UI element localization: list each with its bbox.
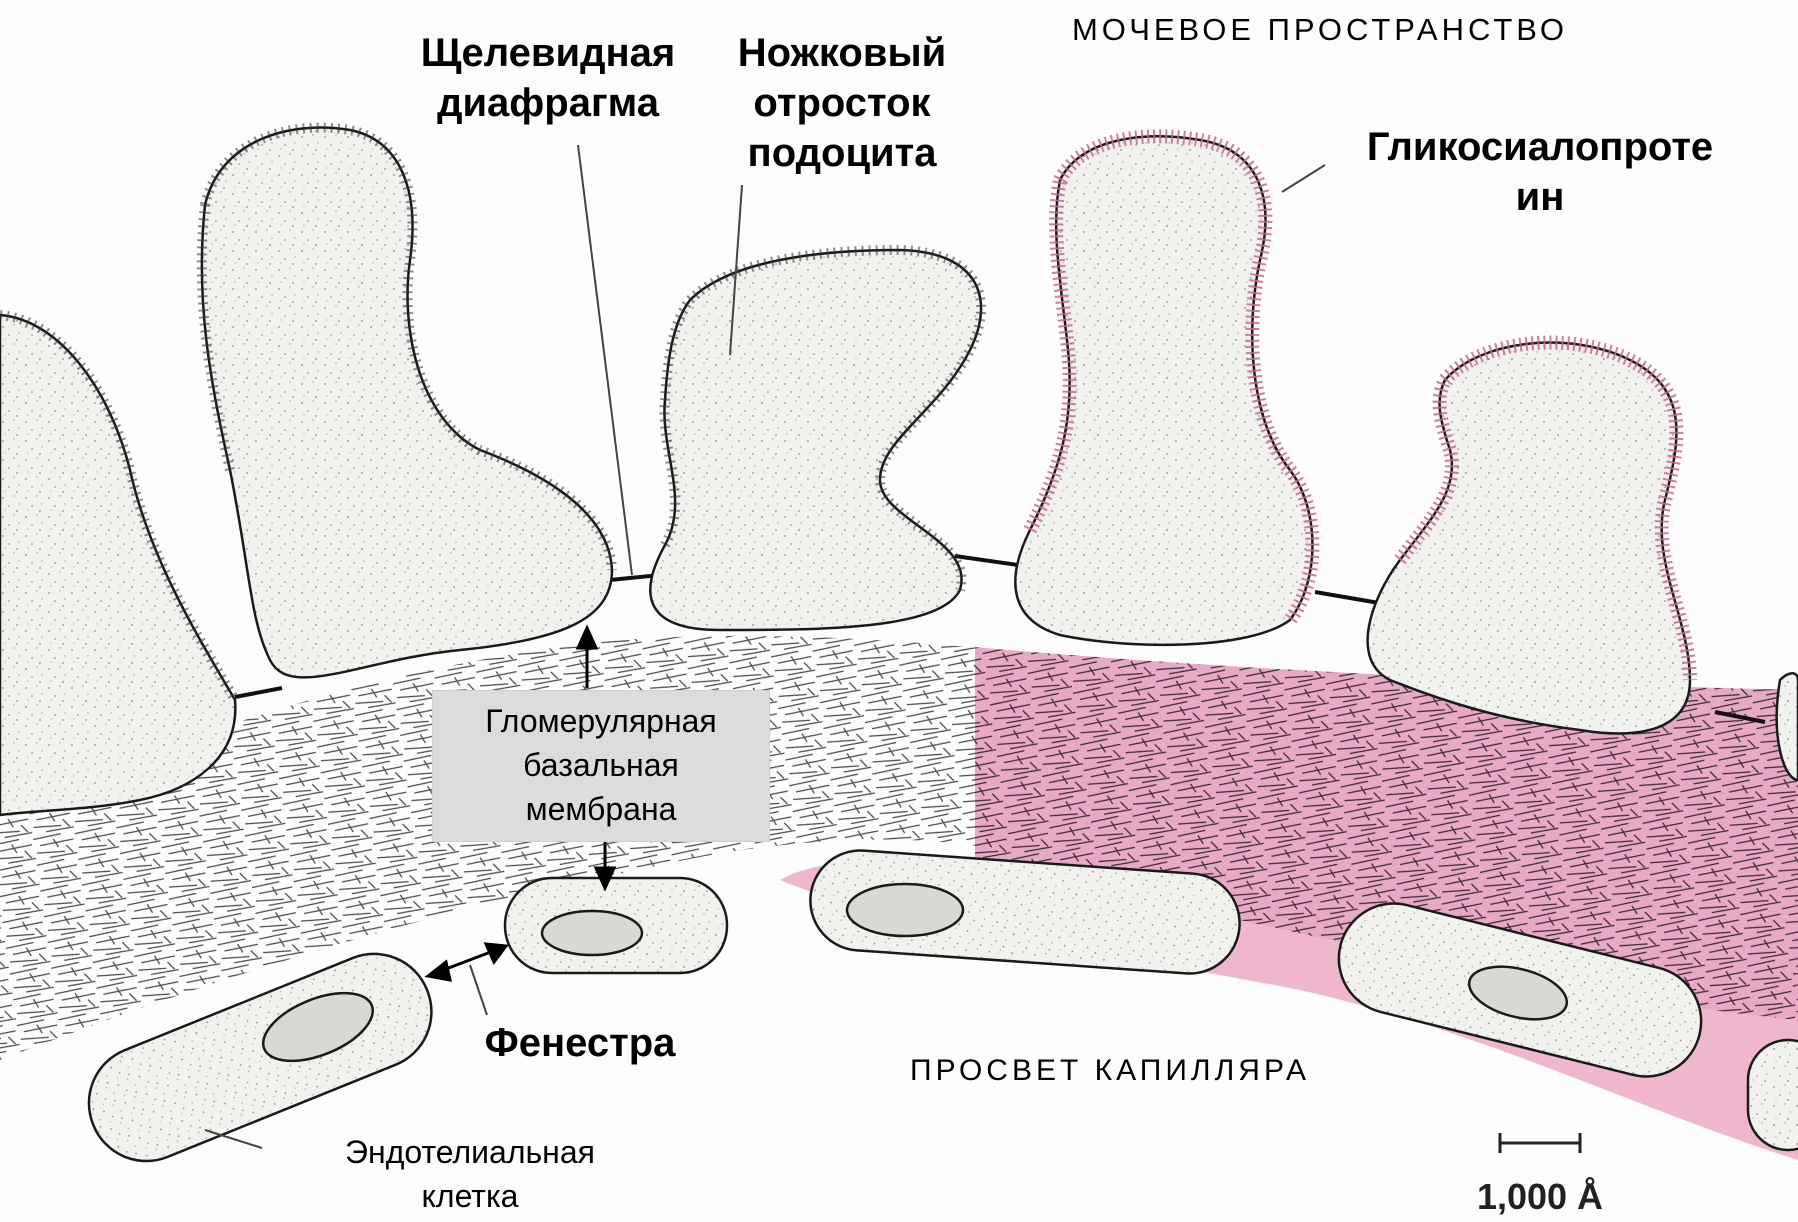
foot-process-3 [650,250,981,630]
basement-membrane-label-line-2: базальная [433,743,769,787]
fenestra-label: Фенестра [470,1018,690,1068]
basement-membrane-label-line-3: мембрана [433,787,769,831]
urinary-space-label: МОЧЕВОЕ ПРОСТРАНСТВО [1060,12,1580,48]
foot-process-5 [1368,343,1690,734]
basement-membrane-label-line-1: Гломерулярная [433,699,769,743]
scale-bar-label: 1,000 Å [1460,1172,1620,1222]
scale-bar [1500,1133,1580,1153]
foot-process-label: Ножковый отросток подоцита [722,28,962,178]
capillary-lumen-label: ПРОСВЕТ КАПИЛЛЯРА [890,1054,1330,1088]
endothelial-cell-label: Эндотелиальная клетка [300,1130,640,1218]
leader-glycosialoprotein [1282,165,1325,192]
endothelial-nucleus-3 [847,884,963,936]
leader-fenestra [470,965,487,1015]
foot-process-2 [202,128,612,678]
foot-process-1 [0,315,235,815]
glycosialoprotein-label: Гликосиалопроте ин [1340,122,1740,222]
endothelial-cell-5 [1748,1040,1798,1150]
slit-diaphragm-label: Щелевидная диафрагма [398,28,698,128]
basement-membrane-label-box: Гломерулярная базальная мембрана [432,690,770,842]
endothelial-nucleus-2 [542,911,642,955]
leader-slit-diaphragm [578,145,632,575]
